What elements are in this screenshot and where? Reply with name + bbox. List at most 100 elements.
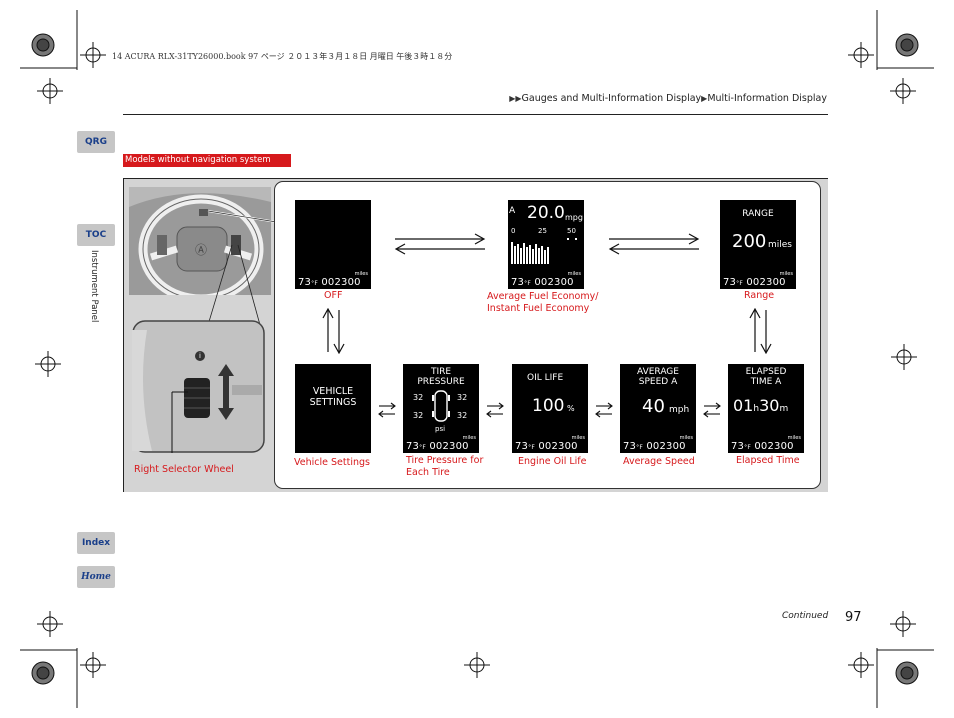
status-temp-unit: °F bbox=[744, 444, 751, 451]
caption-tire-line2: Each Tire bbox=[406, 467, 450, 478]
right-selector-wheel-caption: Right Selector Wheel bbox=[134, 464, 234, 475]
arrows-off-fuel bbox=[394, 233, 486, 255]
screen-off: 73°F 002300 miles bbox=[295, 200, 371, 289]
section-tab-label: Instrument Panel bbox=[89, 250, 99, 323]
tire-front-left: 32 bbox=[413, 393, 424, 402]
tire-unit: psi bbox=[435, 425, 446, 433]
fuel-scale-25: 25 bbox=[538, 227, 547, 235]
arrows-range-elapsed bbox=[749, 308, 772, 354]
screen-fuel-economy: A 20.0 mpg 0 25 50 73°F 002300 miles bbox=[508, 200, 584, 289]
status-odometer: 002300 bbox=[646, 441, 686, 452]
elapsed-title-line2: TIME A bbox=[750, 377, 782, 387]
screen-tire-pressure: TIRE PRESSURE 32 32 32 32 psi 73°F 00230… bbox=[403, 364, 479, 453]
status-odometer: 002300 bbox=[754, 441, 794, 452]
status-temp: 73 bbox=[623, 441, 637, 452]
screen-vehicle-settings: VEHICLE SETTINGS bbox=[295, 364, 371, 453]
status-odometer: 002300 bbox=[321, 277, 361, 288]
caption-elapsed-time: Elapsed Time bbox=[736, 455, 800, 466]
home-button[interactable]: Home bbox=[77, 566, 115, 588]
breadcrumb-arrow-icon: ▶▶ bbox=[509, 94, 522, 103]
continued-label: Continued bbox=[782, 611, 829, 621]
swap-arrows-speed-elapsed bbox=[703, 402, 721, 418]
section-label: Models without navigation system bbox=[123, 154, 291, 167]
screen-range: RANGE 200 miles 73°F 002300 miles bbox=[720, 200, 796, 289]
speed-title-line1: AVERAGE bbox=[637, 367, 679, 377]
breadcrumb: ▶▶Gauges and Multi-Information Display▶M… bbox=[509, 93, 827, 104]
swap-arrows-oil-speed bbox=[595, 402, 613, 418]
screen-average-speed: AVERAGE SPEED A 40 mph 73°F 002300 miles bbox=[620, 364, 696, 453]
swap-arrows-tire-oil bbox=[486, 402, 504, 418]
toc-button[interactable]: TOC bbox=[77, 224, 115, 246]
fuel-bar-graph bbox=[511, 238, 577, 264]
breadcrumb-separator-icon: ▶ bbox=[701, 94, 708, 103]
vehicle-settings-title-line1: VEHICLE bbox=[312, 386, 354, 397]
status-odometer: 002300 bbox=[534, 277, 574, 288]
fuel-scale-0: 0 bbox=[511, 227, 516, 235]
elapsed-hours: 01 bbox=[733, 396, 754, 415]
info-icon: i bbox=[195, 351, 205, 361]
status-temp-unit: °F bbox=[736, 280, 743, 287]
elapsed-minutes: 30 bbox=[759, 396, 780, 415]
caption-off: OFF bbox=[324, 290, 343, 301]
caption-tire-line1: Tire Pressure for bbox=[406, 455, 484, 466]
vehicle-settings-title-line2: SETTINGS bbox=[309, 397, 357, 408]
arrows-off-vehicle bbox=[322, 308, 345, 354]
status-temp: 73 bbox=[723, 277, 737, 288]
fuel-mode-letter: A bbox=[509, 206, 516, 216]
status-temp-unit: °F bbox=[419, 444, 426, 451]
caption-vehicle-settings: Vehicle Settings bbox=[294, 457, 370, 468]
caption-oil-life: Engine Oil Life bbox=[518, 456, 587, 467]
speed-value: 40 bbox=[642, 396, 665, 417]
status-temp: 73 bbox=[298, 277, 312, 288]
breadcrumb-part2[interactable]: Multi-Information Display bbox=[707, 93, 827, 104]
status-odometer: 002300 bbox=[538, 441, 578, 452]
screen-elapsed-time: ELAPSED TIME A 01h30m 73°F 002300 miles bbox=[728, 364, 804, 453]
qrg-button[interactable]: QRG bbox=[77, 131, 115, 153]
oil-title: OIL LIFE bbox=[527, 373, 564, 383]
range-value: 200 bbox=[732, 231, 767, 252]
status-odo-unit: miles bbox=[787, 435, 801, 441]
caption-fuel-economy-line1: Average Fuel Economy/ bbox=[487, 291, 599, 302]
status-odo-unit: miles bbox=[567, 271, 581, 277]
caption-range: Range bbox=[744, 290, 775, 301]
breadcrumb-part1[interactable]: Gauges and Multi-Information Display bbox=[521, 93, 702, 104]
selector-wheel-inset bbox=[132, 320, 265, 453]
elapsed-title-line1: ELAPSED bbox=[745, 367, 787, 377]
status-odo-unit: miles bbox=[354, 271, 368, 277]
oil-value: 100 bbox=[532, 396, 565, 416]
tire-rear-right: 32 bbox=[457, 411, 468, 420]
status-odo-unit: miles bbox=[679, 435, 693, 441]
header-rule bbox=[123, 114, 828, 115]
screen-oil-life: OIL LIFE 100 % 73°F 002300 miles bbox=[512, 364, 588, 453]
fuel-value: 20.0 bbox=[527, 203, 565, 223]
status-odometer: 002300 bbox=[429, 441, 469, 452]
status-temp: 73 bbox=[511, 277, 525, 288]
speed-title-line2: SPEED A bbox=[638, 377, 678, 387]
status-temp-unit: °F bbox=[311, 280, 318, 287]
arrows-fuel-range bbox=[608, 233, 700, 255]
status-temp-unit: °F bbox=[636, 444, 643, 451]
speed-unit: mph bbox=[669, 405, 690, 415]
tire-title-line1: TIRE bbox=[430, 367, 452, 377]
tire-rear-left: 32 bbox=[413, 411, 424, 420]
caption-fuel-economy-line2: Instant Fuel Economy bbox=[487, 303, 590, 314]
oil-unit: % bbox=[567, 404, 575, 413]
caption-average-speed: Average Speed bbox=[623, 456, 695, 467]
status-odo-unit: miles bbox=[462, 435, 476, 441]
status-odometer: 002300 bbox=[746, 277, 786, 288]
range-unit: miles bbox=[768, 240, 792, 250]
status-odo-unit: miles bbox=[571, 435, 585, 441]
page-number: 97 bbox=[845, 610, 862, 625]
swap-arrows-vehicle-tire bbox=[378, 402, 396, 418]
steering-wheel-illustration: Ⓐ bbox=[129, 187, 271, 295]
status-temp-unit: °F bbox=[528, 444, 535, 451]
elapsed-minutes-unit: m bbox=[779, 404, 789, 414]
fuel-scale-50: 50 bbox=[567, 227, 576, 235]
status-temp: 73 bbox=[731, 441, 745, 452]
index-button[interactable]: Index bbox=[77, 532, 115, 554]
elapsed-hours-unit: h bbox=[753, 404, 760, 414]
svg-text:Ⓐ: Ⓐ bbox=[195, 243, 207, 257]
print-header: 14 ACURA RLX-31TY26000.book 97 ページ ２０１３年… bbox=[112, 52, 453, 61]
status-temp-unit: °F bbox=[524, 280, 531, 287]
